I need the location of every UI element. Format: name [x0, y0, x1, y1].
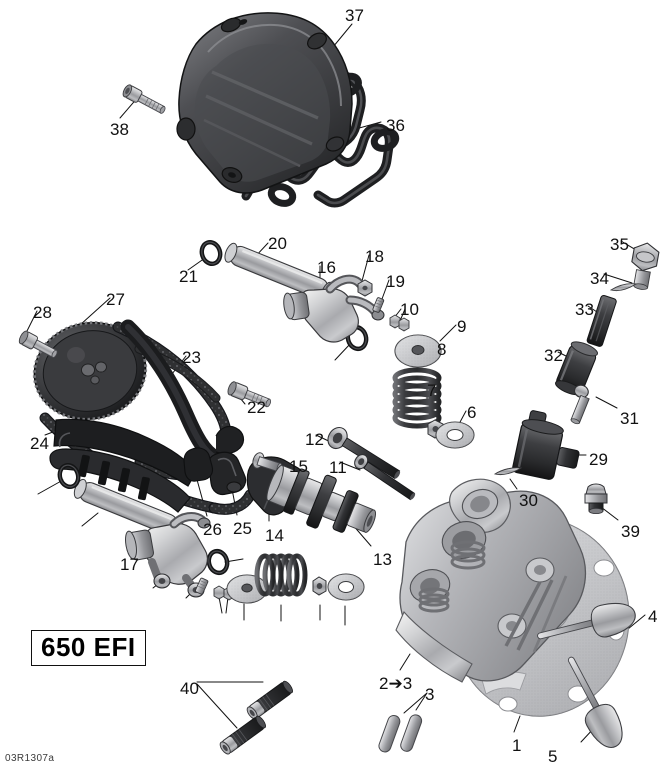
callout-33-tensioner-spring-rod: 33 — [575, 300, 594, 319]
callout-32-tensioner-plunger: 32 — [544, 346, 563, 365]
callout-20-rocker-arm-shaft: 20 — [268, 234, 287, 253]
part-chain-tensioner-assembly — [493, 242, 660, 514]
callout-4-intake-valve: 4 — [648, 607, 658, 626]
callout-21-o-ring: 21 — [179, 267, 198, 286]
part-rocker-arm-upper — [283, 274, 410, 343]
part-valve-spring-set-upper — [392, 334, 475, 449]
callout-11-camshaft-bolt: 11 — [329, 458, 347, 477]
callout-5-exhaust-valve: 5 — [548, 747, 558, 766]
callout-27-camshaft-sprocket: 27 — [106, 290, 125, 309]
part-camshaft — [266, 464, 377, 533]
callout-7-valve-cotter-retainer: 7 — [427, 381, 437, 400]
part-rocker-arm-lower — [125, 512, 235, 601]
callout-24-chain-tensioner-blade: 24 — [30, 434, 49, 453]
callout-17-rocker-arm-lower: 17 — [120, 555, 139, 574]
callout-19-adjuster-screw: 19 — [386, 272, 405, 291]
part-chain-tensioner-blade — [49, 418, 197, 513]
callout-34-tensioner-cap-gasket: 34 — [590, 269, 609, 288]
callout-30-tensioner-gasket: 30 — [519, 491, 538, 510]
part-cam-bolts — [327, 426, 416, 501]
callout-40-valve-guide: 40 — [180, 679, 199, 698]
callout-10-valve-cotter: 10 — [400, 300, 419, 319]
callout-23-cylinder-head-assembly: 2➔3 — [379, 674, 413, 693]
callout-22-chain-guide-bolt: 22 — [247, 398, 266, 417]
part-valve-guides — [219, 680, 293, 755]
callout-15-decompressor-bolt: 15 — [289, 457, 308, 476]
part-valve-spring-set-lower — [226, 553, 365, 604]
callout-23-timing-chain-guide: 23 — [182, 348, 201, 367]
callout-31-tensioner-bolt: 31 — [620, 409, 639, 428]
callout-8-valve-spring: 8 — [437, 340, 447, 359]
callout-6-valve-spring-seat-washer: 6 — [467, 403, 477, 422]
part-tensioner-shoe-pivot — [183, 447, 247, 496]
callout-14-decompressor-lever: 14 — [265, 526, 284, 545]
callout-37-valve-cover: 37 — [345, 6, 364, 25]
callout-1-cylinder-head-gasket: 1 — [512, 736, 522, 755]
model-badge: 650 EFI — [31, 630, 146, 666]
callout-29-chain-tensioner-body: 29 — [589, 450, 608, 469]
callout-39-oil-plug: 39 — [621, 522, 640, 541]
part-timing-chain-guide — [120, 319, 272, 466]
callout-16-rocker-arm-upper: 16 — [317, 258, 336, 277]
callout-38-valve-cover-bolt: 38 — [110, 120, 129, 139]
drawing-code: 03R1307a — [5, 753, 55, 764]
callout-3-dowel-pin: 3 — [425, 685, 435, 704]
callout-12-flange-bolt: 12 — [305, 430, 324, 449]
callout-28-sprocket-bolt: 28 — [33, 303, 52, 322]
part-valve-cover-group — [122, 12, 400, 208]
part-cylinder-head-assembly — [378, 478, 636, 753]
callout-13-camshaft: 13 — [373, 550, 392, 569]
callout-26-tensioner-pivot: 26 — [203, 520, 222, 539]
callout-35-tensioner-cap-bolt: 35 — [610, 235, 629, 254]
callout-36-valve-cover-gasket: 36 — [386, 116, 405, 135]
callout-9-spring-retainer-cap: 9 — [457, 317, 467, 336]
callout-18-adjuster-nut: 18 — [365, 247, 384, 266]
callout-25-chain-tensioner-shoe: 25 — [233, 519, 252, 538]
